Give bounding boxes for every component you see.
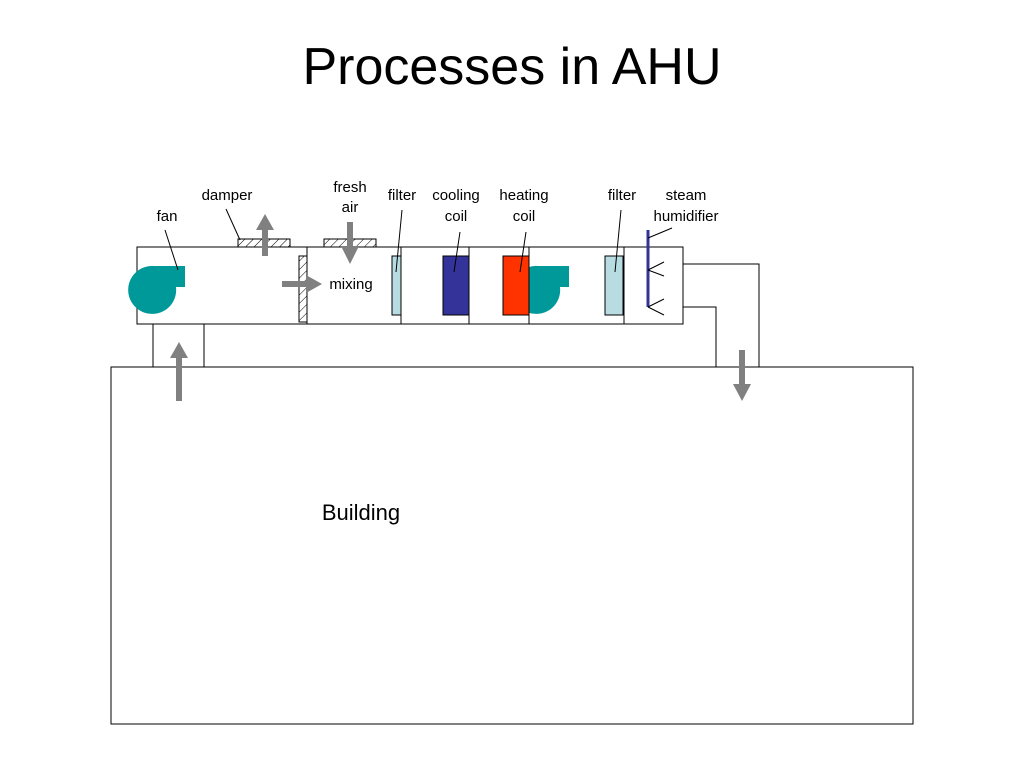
filter-2: [604, 255, 624, 316]
fresh-air-label-line2: air: [342, 199, 359, 216]
damper-label: damper: [202, 187, 253, 204]
cooling-coil-label-line1: cooling: [432, 187, 480, 204]
humidifier-section: [623, 246, 684, 325]
leader-lines: [164, 208, 673, 273]
heating-coil-label-line2: coil: [513, 208, 536, 225]
filter-label-1: filter: [388, 187, 416, 204]
return-fan-icon: [128, 265, 185, 314]
exhaust-arrow: [256, 214, 274, 256]
heating-coil: [502, 255, 530, 316]
recirculation-arrow: [282, 275, 322, 293]
building-box: [110, 366, 914, 725]
fan-label: fan: [157, 208, 178, 225]
page-title: Processes in AHU: [302, 38, 721, 96]
fresh-air-label-line1: fresh: [333, 179, 366, 196]
supply-duct-outer: [683, 263, 760, 367]
filter-1: [391, 255, 402, 316]
steam-humidifier-label-line1: steam: [666, 187, 707, 204]
cooling-coil: [442, 255, 470, 316]
steam-jets: [647, 261, 665, 316]
fresh-air-arrow: [341, 222, 359, 264]
return-air-arrow: [170, 342, 188, 401]
building-label: Building: [322, 500, 400, 525]
cooling-coil-label-line2: coil: [445, 208, 468, 225]
filter-label-2: filter: [608, 187, 636, 204]
recirculation-damper: [298, 255, 308, 323]
supply-air-arrow: [733, 350, 751, 401]
supply-duct-inner: [683, 306, 717, 367]
heating-coil-label-line1: heating: [499, 187, 548, 204]
mixing-label: mixing: [329, 276, 372, 293]
steam-humidifier-label-line2: humidifier: [653, 208, 718, 225]
